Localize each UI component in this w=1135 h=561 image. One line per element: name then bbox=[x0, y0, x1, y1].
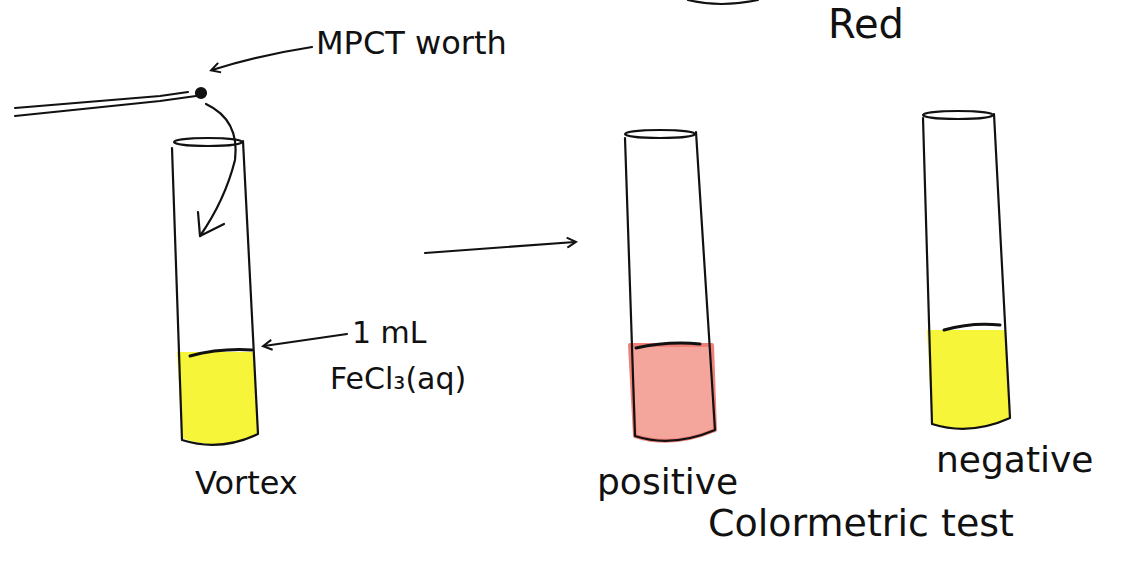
volume-label: 1 mL bbox=[352, 316, 427, 349]
red-liquid bbox=[630, 345, 715, 441]
result-label: negative bbox=[936, 440, 1093, 480]
yellow-liquid bbox=[927, 330, 1010, 429]
sample-dot bbox=[196, 88, 206, 98]
tube-rim bbox=[174, 138, 242, 146]
meniscus bbox=[636, 343, 700, 348]
reagent-label: FeCl₃(aq) bbox=[330, 362, 466, 395]
process-arrow bbox=[425, 242, 575, 253]
test-tube bbox=[172, 141, 258, 445]
arrowhead bbox=[198, 212, 224, 236]
leader-line bbox=[264, 334, 347, 346]
yellow-liquid bbox=[177, 352, 258, 444]
tube-rim bbox=[923, 111, 993, 119]
leader-line bbox=[212, 47, 312, 70]
meniscus bbox=[190, 350, 252, 356]
caption-label: Colormetric test bbox=[708, 503, 1014, 545]
tube-rim bbox=[625, 130, 695, 138]
spatula bbox=[15, 92, 188, 108]
meniscus bbox=[944, 324, 1000, 330]
test-tube bbox=[923, 114, 1010, 429]
sample-label: MPCT worth bbox=[316, 26, 507, 61]
result-label: positive bbox=[597, 462, 738, 502]
transfer-arrow bbox=[200, 104, 236, 236]
partial-sketch bbox=[688, 0, 758, 4]
color-label: Red bbox=[828, 2, 904, 46]
test-tube bbox=[625, 132, 715, 441]
step-label: Vortex bbox=[195, 466, 298, 501]
